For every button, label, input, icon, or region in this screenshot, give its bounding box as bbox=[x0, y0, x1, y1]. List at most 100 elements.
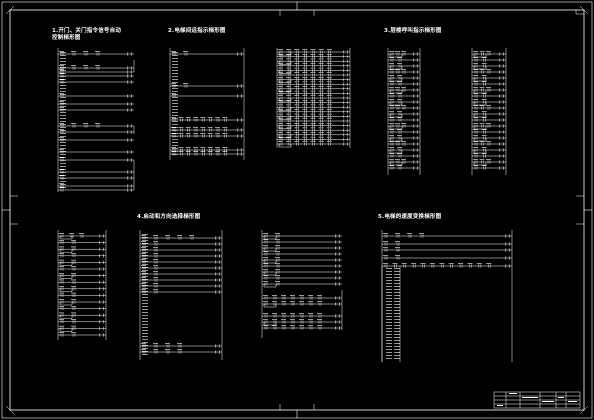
diagram-1-contact-label bbox=[59, 73, 64, 74]
diagram-4b-contact-label bbox=[141, 343, 146, 344]
diagram-2b-contact-label bbox=[310, 54, 316, 55]
diagram-2-contact-label bbox=[185, 151, 191, 152]
diagram-5-annotation bbox=[386, 313, 392, 314]
diagram-5-contact-label bbox=[407, 233, 412, 234]
diagram-2-annotation bbox=[172, 97, 178, 98]
diagram-3b-contact-label bbox=[473, 99, 478, 100]
diagram-4a-contact-label bbox=[59, 286, 64, 287]
diagram-2-annotation bbox=[172, 139, 178, 140]
diagram-4a-contact-label bbox=[59, 325, 64, 327]
diagram-2b-contact-label bbox=[286, 104, 292, 106]
diagram-3a-coil bbox=[413, 142, 418, 146]
diagram-2b-contact-label bbox=[286, 132, 292, 133]
diagram-2-annotation bbox=[172, 136, 178, 137]
diagram-3a-contact-label bbox=[397, 63, 402, 64]
diagram-4c-contact-label bbox=[317, 313, 322, 314]
diagram-3a-contact-label bbox=[389, 51, 394, 52]
diagram-2b-contact-label bbox=[286, 109, 292, 110]
diagram-4b-annotation bbox=[142, 327, 148, 328]
diagram-4b-annotation bbox=[142, 255, 148, 256]
diagram-2-annotation bbox=[172, 103, 178, 104]
diagram-1-contact-label bbox=[59, 79, 64, 80]
diagram-4c-contact-label bbox=[281, 295, 286, 296]
diagram-1-annotation bbox=[60, 76, 66, 77]
diagram-1-annotation bbox=[60, 70, 66, 71]
diagram-2b-contact-label bbox=[310, 132, 316, 133]
diagram-2b-contact-label bbox=[278, 141, 283, 142]
diagram-1-coil bbox=[127, 70, 132, 74]
side-ticks bbox=[10, 10, 584, 410]
diagram-2-annotation bbox=[172, 145, 178, 146]
diagram-2b-contact-label bbox=[278, 58, 283, 60]
diagram-4b-annotation bbox=[142, 267, 148, 268]
diagram-2b-contact-label bbox=[278, 127, 283, 129]
diagram-4c-contact-label bbox=[272, 295, 277, 296]
diagram-4b-contact-label bbox=[153, 343, 158, 344]
diagram-1-coil bbox=[127, 108, 132, 112]
diagram-3a-contact-label bbox=[389, 123, 394, 124]
diagram-3a-coil bbox=[413, 166, 418, 170]
diagram-2b-contact-label bbox=[318, 54, 324, 55]
diagram-1-coil bbox=[127, 94, 132, 98]
diagram-3a-contact-label bbox=[389, 87, 394, 88]
diagram-2-annotation bbox=[172, 61, 178, 62]
diagram-2b-coil bbox=[343, 91, 348, 96]
diagram-3b-contact-label bbox=[486, 159, 491, 160]
diagram-4c-coil bbox=[335, 314, 340, 318]
diagram-4b-annotation bbox=[142, 345, 148, 346]
diagram-3a-contact-label bbox=[401, 69, 406, 70]
diagram-3b-coil bbox=[499, 88, 504, 92]
diagram-1-annotation bbox=[60, 160, 66, 161]
diagram-3b-contact-label bbox=[481, 63, 487, 64]
diagram-2b-coil bbox=[343, 109, 348, 114]
diagram-3a-coil bbox=[413, 88, 418, 92]
diagram-3a-contact-label bbox=[389, 153, 394, 154]
diagram-2b-contact-label bbox=[326, 63, 332, 64]
diagram-3a-contact-label bbox=[395, 105, 400, 106]
diagram-1-contact-label bbox=[59, 51, 64, 52]
diagram-2b-coil bbox=[343, 54, 348, 59]
diagram-2b-contact-label bbox=[286, 90, 292, 92]
diagram-4a-contact-label bbox=[71, 286, 76, 287]
diagram-2-annotation bbox=[172, 118, 178, 119]
diagram-1-contact-label bbox=[83, 65, 88, 66]
diagram-4c-contact-label bbox=[275, 275, 280, 276]
diagram-4b-contact-label bbox=[153, 271, 158, 272]
diagram-4a-contact-label bbox=[71, 332, 76, 333]
diagram-5-contact-label bbox=[395, 241, 400, 242]
diagram-1-annotation bbox=[60, 100, 66, 101]
diagram-4a-coil bbox=[99, 234, 104, 238]
diagram-4a-contact-label bbox=[59, 266, 64, 267]
diagram-2b-contact-label bbox=[302, 58, 308, 60]
diagram-2b-contact-label bbox=[294, 127, 300, 129]
diagram-1-contact-label bbox=[71, 123, 76, 124]
diagram-2b-contact-label bbox=[302, 118, 308, 119]
diagram-2b-contact-label bbox=[318, 58, 324, 60]
diagram-2b-contact-label bbox=[326, 118, 332, 119]
diagram-2b-contact-label bbox=[310, 63, 316, 64]
diagram-3b-contact-label bbox=[486, 141, 491, 142]
diagram-3a-coil bbox=[413, 106, 418, 110]
diagram-1-contact-label bbox=[59, 65, 64, 66]
diagram-2b-contact-label bbox=[286, 67, 292, 69]
diagram-1-contact-label bbox=[59, 69, 64, 70]
diagram-1-annotation bbox=[60, 130, 66, 131]
diagram-2b-contact-label bbox=[278, 77, 283, 78]
diagram-2b-contact-label bbox=[310, 127, 316, 129]
diagram-5-annotation bbox=[386, 319, 392, 320]
diagram-2b-contact-label bbox=[286, 49, 292, 50]
diagram-1-coil bbox=[127, 52, 132, 56]
diagram-2-annotation bbox=[172, 151, 178, 152]
diagram-2b-contact-label bbox=[310, 49, 316, 50]
diagram-4b-contact-label bbox=[141, 277, 146, 278]
diagram-2-annotation bbox=[172, 70, 178, 71]
diagram-4a-contact-label bbox=[71, 292, 76, 294]
diagram-2b-contact-label bbox=[318, 141, 324, 142]
section-1-title: 1.开门、关门指令信号自动 控制梯形图 bbox=[52, 28, 121, 42]
diagram-2-contact-label bbox=[222, 127, 228, 128]
diagram-4c-contact-label bbox=[263, 325, 268, 326]
diagram-3b-contact-label bbox=[473, 123, 478, 124]
diagram-1-annotation bbox=[60, 73, 66, 74]
diagram-2b-contact-label bbox=[302, 123, 308, 124]
diagram-2-contact-label bbox=[185, 127, 191, 128]
